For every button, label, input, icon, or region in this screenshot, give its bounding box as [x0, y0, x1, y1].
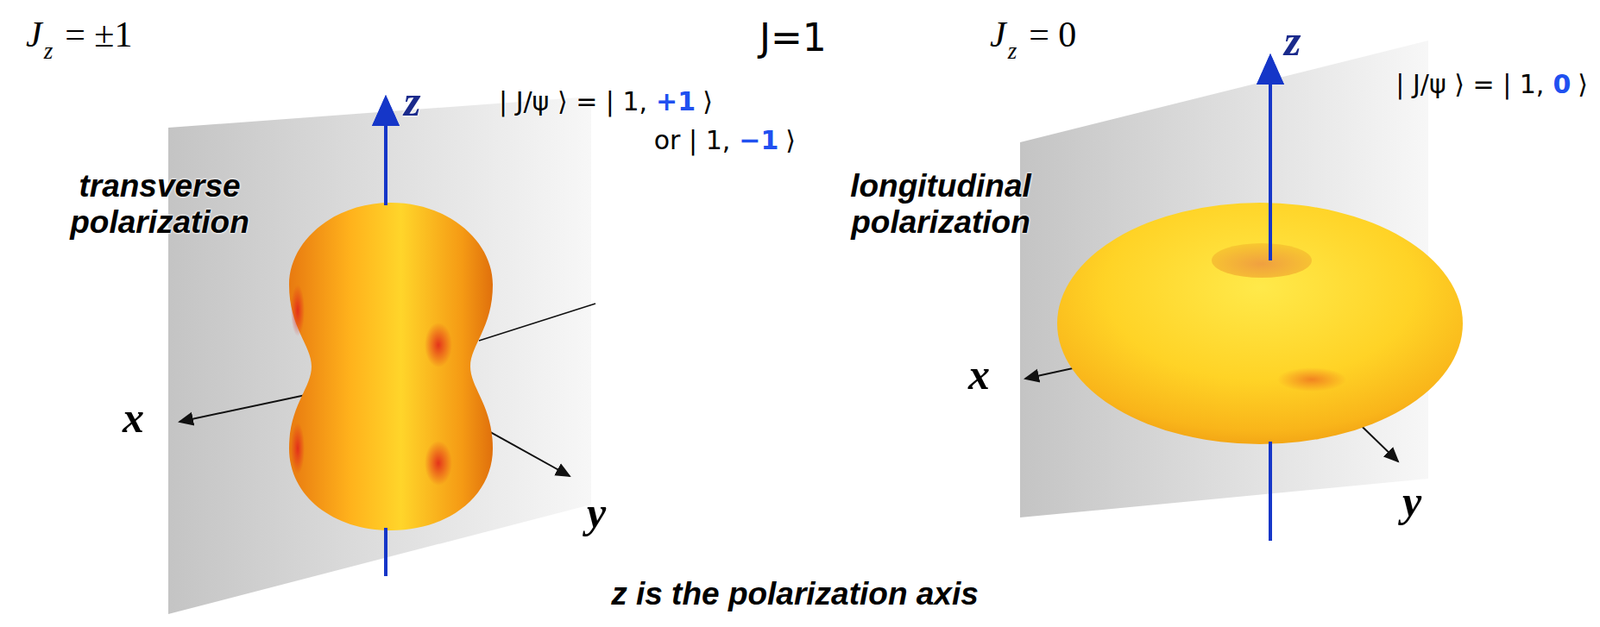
axis-label-group: x	[968, 349, 990, 400]
x-axis	[478, 303, 596, 341]
shading-spot	[290, 284, 305, 337]
jz-label-group: Jz= ±1	[25, 13, 133, 56]
torus-hole	[1211, 243, 1312, 278]
state-ket: +1	[655, 86, 696, 117]
transverse-distribution	[289, 202, 493, 531]
jz-label: J	[25, 13, 43, 56]
state-ket: −1	[738, 125, 779, 156]
axis-label: x	[122, 392, 145, 443]
axis-label: z	[1284, 15, 1301, 66]
axis-label-group: z	[403, 75, 421, 126]
polarization-title: longitudinal polarization	[819, 168, 1062, 241]
z-axis	[1268, 441, 1273, 542]
state-ket: ⟩	[785, 125, 796, 156]
z-axis	[384, 98, 388, 206]
state-ket: ⟩	[702, 86, 713, 117]
shading-spot	[290, 422, 305, 475]
axis-label-group: y	[586, 487, 606, 538]
jz-label: = 0	[1028, 13, 1077, 56]
jz-label: z	[44, 37, 54, 65]
z-axis	[1268, 56, 1273, 261]
shading-spot	[424, 322, 453, 368]
polarization-title: transverse polarization	[21, 168, 298, 241]
shading-spot	[424, 440, 453, 486]
axis-caption-group: z is the polarization axis	[0, 576, 1595, 613]
jz-label: z	[1007, 37, 1018, 65]
jz-label: J	[989, 13, 1007, 56]
polarization-title-group: transverse polarization	[21, 168, 298, 241]
jz-label: = ±1	[64, 13, 133, 56]
axis-label: y	[586, 487, 606, 538]
axis-label: y	[1402, 476, 1422, 527]
axis-label-group: x	[122, 392, 145, 443]
spin-label: J=1	[759, 15, 827, 60]
state-ket: | J/ψ ⟩ = | 1,	[498, 86, 648, 117]
z-axis	[384, 528, 388, 577]
state-ket: | J/ψ ⟩ = | 1,	[1395, 69, 1544, 100]
axis-label: x	[968, 349, 990, 400]
state-ket: 0	[1552, 69, 1571, 100]
jz-label-group: Jz= 0	[989, 13, 1077, 56]
state-ket: or | 1,	[654, 125, 731, 156]
state-ket: ⟩	[1577, 69, 1588, 100]
state-ket-group: or | 1,−1⟩	[654, 125, 796, 156]
state-ket-group: | J/ψ ⟩ = | 1,+1⟩	[498, 86, 713, 117]
axis-label: z	[403, 75, 421, 126]
axis-label-group: y	[1402, 476, 1422, 527]
shading-spot	[1277, 367, 1347, 392]
state-ket-group: | J/ψ ⟩ = | 1, 0⟩	[1395, 69, 1588, 100]
polarization-title-group: longitudinal polarization	[819, 168, 1062, 241]
axis-caption: z is the polarization axis	[611, 576, 979, 613]
axis-label-group: z	[1284, 15, 1301, 66]
spin-label-group: J=1	[759, 15, 827, 60]
longitudinal-distribution	[1057, 202, 1463, 445]
